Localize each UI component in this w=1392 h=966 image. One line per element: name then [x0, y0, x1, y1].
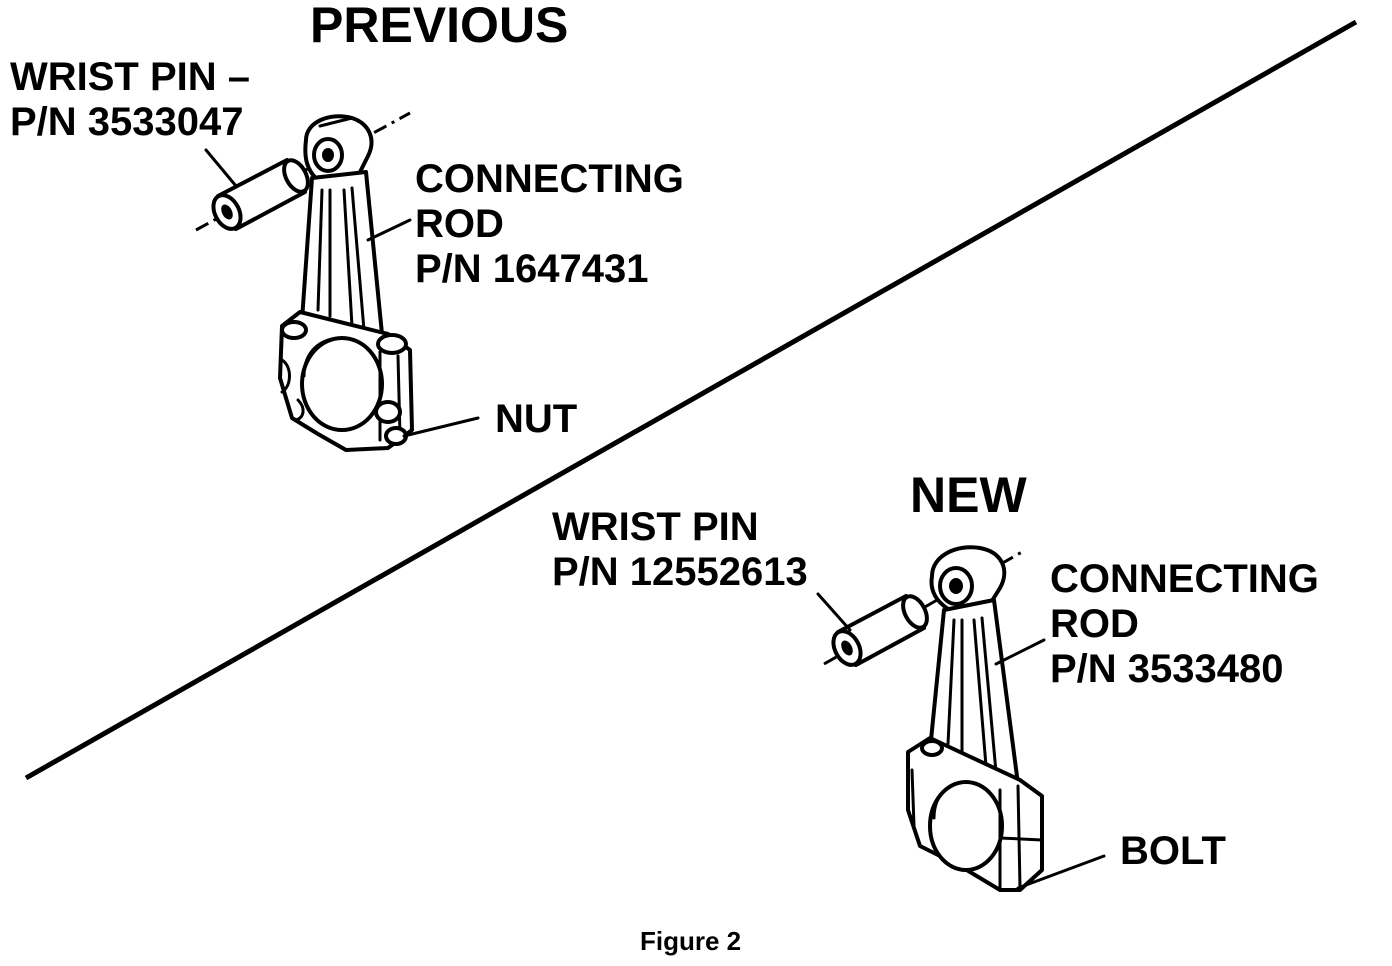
- previous-connecting-rod-illustration: [278, 114, 480, 452]
- new-rod-label-line2: ROD: [1050, 602, 1139, 646]
- new-rod-part-number: P/N 3533480: [1050, 647, 1284, 691]
- previous-rod-label-line2: ROD: [415, 202, 504, 246]
- previous-wrist-pin-illustration: [195, 111, 411, 232]
- new-wrist-pin-part-number: P/N 12552613: [552, 550, 808, 594]
- previous-wrist-pin-label: WRIST PIN –: [10, 55, 250, 99]
- previous-section: PREVIOUS WRIST PIN – P/N 3533047 CONNECT…: [10, 0, 684, 452]
- divider-line: [24, 19, 1358, 781]
- new-rod-label-line1: CONNECTING: [1050, 557, 1319, 601]
- previous-wrist-pin-part-number: P/N 3533047: [10, 100, 244, 144]
- new-connecting-rod-illustration: [906, 545, 1106, 892]
- new-section: NEW WRIST PIN P/N 12552613 CONNECTING RO…: [552, 467, 1319, 892]
- new-wrist-pin-label: WRIST PIN: [552, 505, 759, 549]
- previous-rod-part-number: P/N 1647431: [415, 247, 649, 291]
- new-bolt-label: BOLT: [1120, 829, 1226, 873]
- previous-heading: PREVIOUS: [310, 0, 568, 53]
- figure-caption: Figure 2: [640, 926, 741, 956]
- previous-nut-label: NUT: [495, 397, 577, 441]
- new-wrist-pin-illustration: [816, 550, 1023, 667]
- new-heading: NEW: [910, 467, 1027, 523]
- previous-rod-label-line1: CONNECTING: [415, 157, 684, 201]
